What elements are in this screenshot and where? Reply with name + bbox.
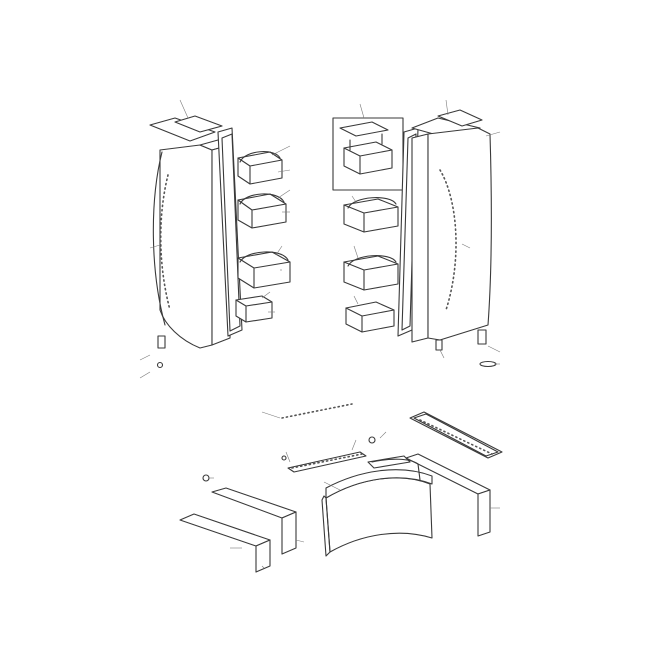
left-door-gasket-inner bbox=[221, 133, 241, 332]
right-door-top-hinge bbox=[437, 109, 483, 127]
right-door-bin-1 bbox=[343, 197, 399, 233]
drawer-left-slide-lower bbox=[179, 513, 271, 547]
right-door-handle-dots bbox=[439, 169, 457, 311]
right-door-hinge-pin bbox=[435, 339, 443, 351]
left-door-handle-dots bbox=[159, 174, 171, 311]
drawer-basket bbox=[371, 458, 421, 481]
left-door-bin-4 bbox=[235, 295, 273, 323]
left-door-leaders bbox=[149, 99, 291, 313]
left-door-hinge-screw bbox=[156, 361, 164, 369]
right-door-bin-3 bbox=[345, 301, 395, 333]
right-door-panel bbox=[427, 127, 492, 341]
left-door-bin-1 bbox=[237, 151, 283, 185]
drawer-top-trim bbox=[325, 469, 433, 499]
left-door-assembly bbox=[139, 99, 291, 379]
drawer-left-slide-upper bbox=[211, 487, 297, 519]
left-door-top-cap bbox=[149, 117, 216, 142]
right-door-hinge-block bbox=[477, 329, 487, 345]
drawer-center-rail bbox=[287, 451, 367, 473]
left-door-top-hinge bbox=[174, 115, 223, 133]
drawer-fastener-1 bbox=[368, 436, 376, 444]
left-door-bin-2 bbox=[237, 193, 287, 229]
right-door-edge bbox=[411, 133, 429, 343]
right-door-gasket-inner bbox=[401, 133, 417, 331]
drawer-fastener-2 bbox=[281, 455, 287, 461]
drawer-right-rail bbox=[409, 411, 503, 459]
left-door-front-curve bbox=[152, 151, 166, 326]
left-door-bottom-hinge-pin bbox=[157, 335, 166, 349]
right-door-hinge-washer bbox=[479, 360, 497, 368]
drawer-top-rail bbox=[281, 403, 353, 419]
right-door-assembly bbox=[332, 99, 501, 368]
left-door-bin-3 bbox=[237, 251, 291, 289]
right-door-leaders bbox=[351, 99, 501, 365]
right-detail-bin bbox=[339, 121, 393, 175]
freezer-drawer-assembly bbox=[179, 403, 503, 573]
drawer-leaders bbox=[208, 411, 500, 569]
right-door-bin-2 bbox=[343, 255, 399, 291]
